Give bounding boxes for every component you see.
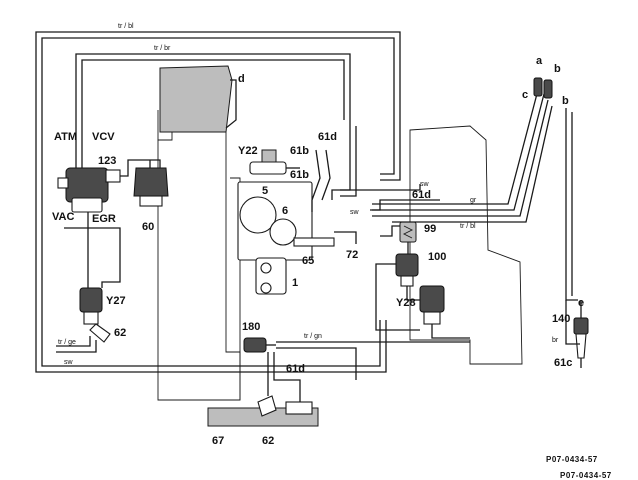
wire-label-br: br	[552, 337, 559, 344]
label-y22: Y22	[238, 145, 258, 157]
component-labels: ATM VCV 123 VAC EGR 60 Y27 62 Y22 5 6 65…	[52, 55, 584, 447]
label-b-right: b	[562, 95, 569, 107]
solenoid-y22	[249, 149, 300, 175]
check-valve-62-left	[89, 323, 111, 343]
label-61b-b: 61b	[290, 169, 309, 181]
label-61b-a: 61b	[290, 145, 309, 157]
vacuum-hoses	[35, 31, 580, 402]
check-valve-62-bottom	[257, 395, 277, 417]
label-61c: 61c	[554, 357, 572, 369]
wire-color-labels: tr / bl tr / br sw sw gr tr / bl tr / gn…	[58, 23, 559, 366]
component-67	[207, 401, 319, 427]
label-vcv: VCV	[92, 131, 115, 143]
label-6: 6	[282, 205, 288, 217]
port-65	[293, 237, 335, 247]
label-60: 60	[142, 221, 154, 233]
valve-6	[269, 218, 297, 246]
label-140: 140	[552, 313, 570, 325]
air-filter-housing	[159, 65, 233, 133]
label-180: 180	[242, 321, 260, 333]
wire-label-gr: gr	[470, 197, 477, 204]
label-y28: Y28	[396, 297, 416, 309]
wire-label-sw-upper: sw	[420, 181, 430, 188]
label-y27: Y27	[106, 295, 126, 307]
label-61d-mid: 61d	[412, 189, 431, 201]
wire-label-tr-bl-top: tr / bl	[118, 23, 134, 30]
label-72: 72	[346, 249, 358, 261]
component-180	[243, 337, 276, 353]
label-65: 65	[302, 255, 314, 267]
label-61d-bottom: 61d	[286, 363, 305, 375]
label-e: e	[578, 297, 584, 309]
label-62-left: 62	[114, 327, 126, 339]
wire-label-tr-ge: tr / ge	[58, 339, 76, 346]
valve-100	[395, 253, 419, 287]
wire-label-tr-br: tr / br	[154, 45, 171, 52]
component-140	[573, 300, 589, 368]
label-99: 99	[424, 223, 436, 235]
vacuum-element-60	[133, 160, 169, 207]
label-b-top: b	[554, 63, 561, 75]
throttle-body	[237, 181, 335, 295]
label-61d-top: 61d	[318, 131, 337, 143]
label-atm: ATM	[54, 131, 77, 143]
label-d: d	[238, 73, 245, 85]
figure-reference-inner: P07-0434-57	[546, 455, 598, 464]
figure-reference-outer: P07-0434-57	[560, 471, 612, 480]
wire-label-sw-mid: sw	[350, 209, 360, 216]
label-vac: VAC	[52, 211, 74, 223]
label-1: 1	[292, 277, 298, 289]
label-67: 67	[212, 435, 224, 447]
label-c: c	[522, 89, 528, 101]
label-egr: EGR	[92, 213, 116, 225]
intake-manifold-outline	[409, 125, 523, 365]
engine-outline	[157, 65, 523, 401]
wire-label-tr-bl-right: tr / bl	[460, 223, 476, 230]
label-123: 123	[98, 155, 116, 167]
wire-label-sw-bottom: sw	[64, 359, 74, 366]
valve-99	[399, 221, 417, 243]
label-100: 100	[428, 251, 446, 263]
valve-y28	[419, 285, 445, 325]
throttle-valve-5	[239, 196, 277, 234]
label-a: a	[536, 55, 543, 67]
wire-label-tr-gn: tr / gn	[304, 333, 322, 340]
label-5: 5	[262, 185, 268, 197]
valve-y27	[79, 287, 103, 325]
label-62-bottom: 62	[262, 435, 274, 447]
